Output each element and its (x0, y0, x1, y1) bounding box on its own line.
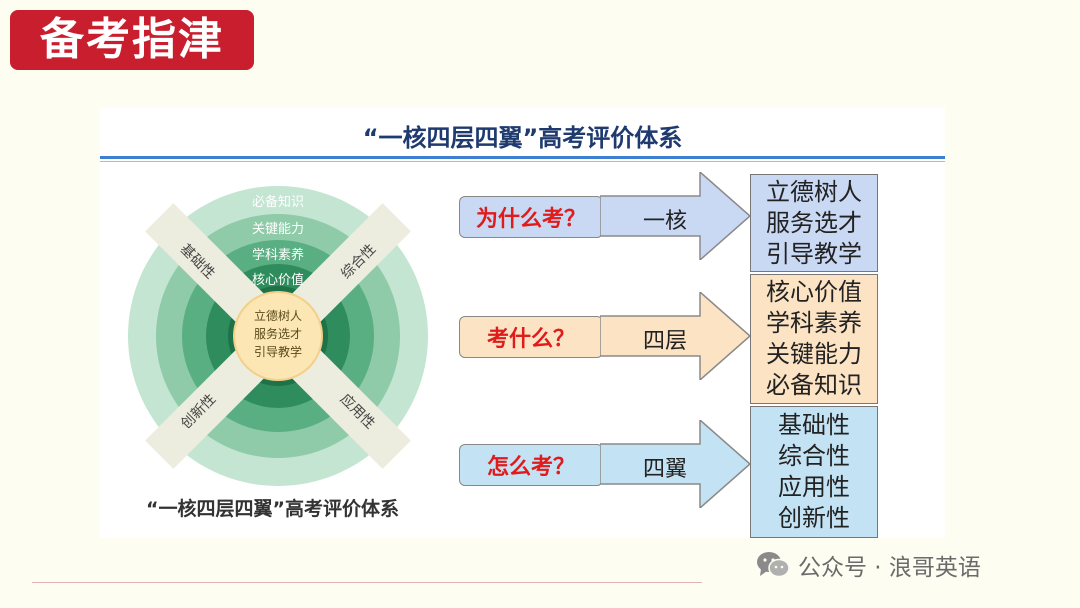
result-item: 基础性 (778, 411, 850, 439)
ring-label-4: 核心价值 (252, 272, 304, 288)
question-how: 怎么考？ (459, 444, 603, 486)
arrow-wings (600, 420, 752, 508)
result-item: 应用性 (778, 473, 850, 501)
result-item: 关键能力 (766, 340, 862, 368)
section-badge: 备考指津 (10, 10, 254, 70)
ring-label-2: 关键能力 (252, 222, 304, 237)
center-label-2: 服务选才 (254, 326, 302, 341)
question-why: 为什么考？ (459, 196, 603, 238)
result-item: 综合性 (778, 442, 850, 470)
result-item: 立德树人 (766, 177, 862, 206)
evaluation-wheel: 必备知识 关键能力 学科素养 核心价值 立德树人 服务选才 引导教学 基础性 综… (128, 186, 428, 486)
watermark-text: 公众号 · 浪哥英语 (798, 555, 981, 581)
result-item: 必备知识 (766, 371, 862, 399)
result-item: 服务选才 (766, 208, 862, 237)
question-what: 考什么？ (459, 316, 603, 358)
arrow-core (600, 172, 752, 260)
title-divider-thin (100, 161, 945, 162)
arrow-label-layers: 四层 (642, 329, 687, 354)
result-wings: 基础性 综合性 应用性 创新性 (750, 406, 878, 538)
ring-label-3: 学科素养 (252, 247, 304, 263)
wheel-caption: “一核四层四翼”高考评价体系 (146, 498, 399, 520)
result-item: 创新性 (778, 504, 850, 532)
result-item: 核心价值 (766, 278, 862, 306)
wheel-center (233, 291, 323, 381)
result-item: 引导教学 (766, 239, 862, 268)
arrow-label-core: 一核 (642, 209, 687, 234)
result-layers: 核心价值 学科素养 关键能力 必备知识 (750, 274, 878, 404)
footer-divider (32, 582, 702, 583)
arrow-label-wings: 四翼 (642, 457, 687, 482)
center-label-3: 引导教学 (254, 344, 302, 359)
diagram-panel: “一核四层四翼”高考评价体系 必备知识 关键能力 学科素养 核心价值 立德树人 … (100, 108, 945, 538)
watermark: 公众号 · 浪哥英语 (756, 548, 981, 582)
result-item: 学科素养 (766, 309, 862, 337)
title-divider (100, 156, 945, 159)
center-label-1: 立德树人 (254, 308, 302, 323)
arrow-layers (600, 292, 752, 380)
ring-label-1: 必备知识 (252, 194, 304, 210)
panel-title: “一核四层四翼”高考评价体系 (362, 124, 683, 152)
wechat-icon (757, 552, 790, 578)
result-core: 立德树人 服务选才 引导教学 (750, 174, 878, 272)
